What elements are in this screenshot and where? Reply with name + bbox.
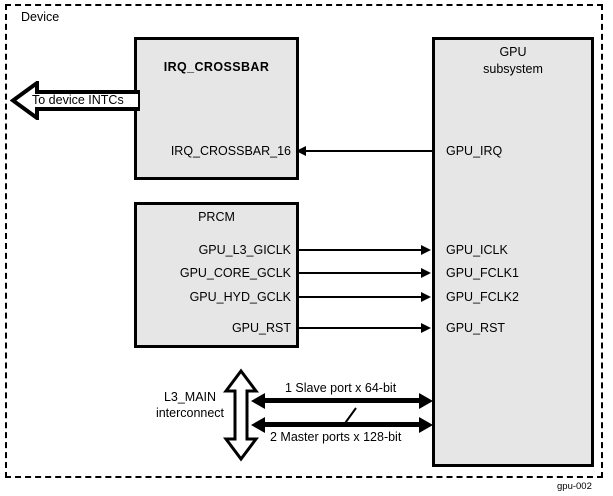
l3-main-vertical-double-arrow-icon [222,368,260,467]
connector-gpu-l3-giclk-arrowhead [421,245,431,255]
l3-main-interconnect-label: L3_MAIN interconnect [140,389,240,421]
l3-main-name-line2: interconnect [155,406,225,420]
gpu-subsystem-title-line1: GPU [499,45,527,59]
l3-main-name-line1: L3_MAIN [163,390,217,404]
prcm-port-gpu-core-gclk: GPU_CORE_GCLK [179,266,291,280]
figure-watermark: gpu-002 [557,481,592,492]
gpu-subsystem-port-gpu-fclk1: GPU_FCLK1 [446,266,519,280]
irq-crossbar-title: IRQ_CROSSBAR [163,60,270,74]
gpu-subsystem-port-gpu-fclk2: GPU_FCLK2 [446,290,519,304]
master-bus-leader-slash [340,406,360,433]
master-bus-label: 2 Master ports x 128-bit [270,430,402,444]
prcm-port-gpu-rst: GPU_RST [231,321,291,335]
prcm-port-gpu-hyd-gclk: GPU_HYD_GCLK [189,290,291,304]
block-gpu-subsystem [432,37,594,467]
to-device-intcs-label: To device INTCs [32,93,124,107]
gpu-subsystem-title-line2: subsystem [483,62,543,76]
connector-gpu-l3-giclk-line [299,249,423,251]
master-bus-arrowhead-right [419,417,433,433]
prcm-port-gpu-l3-giclk: GPU_L3_GICLK [198,243,291,257]
block-irq-crossbar [134,37,299,180]
connector-gpu-hyd-gclk-line [299,296,423,298]
device-label: Device [21,10,60,24]
connector-gpu-irq-line [305,150,433,152]
gpu-subsystem-port-gpu-irq: GPU_IRQ [446,144,503,158]
slave-bus-label: 1 Slave port x 64-bit [285,381,397,395]
master-bus-arrowhead-left [251,417,265,433]
gpu-subsystem-port-gpu-rst: GPU_RST [446,321,506,335]
slave-bus-line [263,398,421,403]
gpu-subsystem-port-gpu-iclk: GPU_ICLK [446,243,508,257]
prcm-title: PRCM [198,210,235,224]
connector-gpu-rst-line [299,327,423,329]
slave-bus-arrowhead-right [419,393,433,409]
connector-gpu-hyd-gclk-arrowhead [421,292,431,302]
connector-gpu-core-gclk-line [299,272,423,274]
connector-gpu-irq-arrowhead [296,146,306,156]
connector-gpu-core-gclk-arrowhead [421,268,431,278]
device-enclosure-border [5,4,603,478]
master-bus-line [263,422,421,427]
slave-bus-arrowhead-left [251,393,265,409]
irq-crossbar-port-label: IRQ_CROSSBAR_16 [170,144,291,158]
connector-gpu-rst-arrowhead [421,323,431,333]
block-prcm [134,202,299,348]
